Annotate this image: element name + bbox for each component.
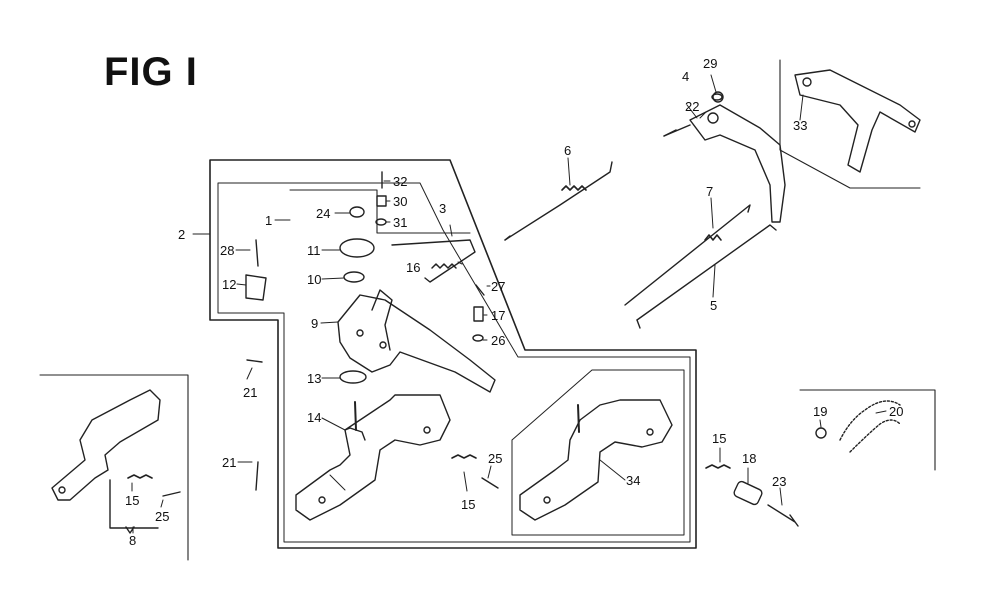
callout-28: 28 bbox=[220, 243, 234, 258]
screw-25-left bbox=[162, 491, 181, 497]
cam-11 bbox=[339, 238, 375, 258]
callout-15-right: 15 bbox=[712, 431, 726, 446]
nut-30 bbox=[376, 195, 387, 207]
nut-24 bbox=[349, 206, 365, 218]
control-plate-9 bbox=[337, 289, 496, 393]
callout-4: 4 bbox=[682, 69, 689, 84]
callout-18: 18 bbox=[742, 451, 756, 466]
spring-15-right bbox=[705, 464, 731, 469]
bracket-33 bbox=[794, 69, 921, 173]
spring-15-mid bbox=[451, 454, 477, 459]
callout-13: 13 bbox=[307, 371, 321, 386]
leader-lines bbox=[131, 74, 887, 534]
spring-16 bbox=[431, 263, 457, 269]
inset-box-right bbox=[799, 389, 936, 471]
callout-30: 30 bbox=[393, 194, 407, 209]
collar-18 bbox=[733, 480, 763, 506]
chain-20 bbox=[839, 400, 901, 453]
washer-10 bbox=[343, 271, 365, 283]
bracket-14 bbox=[295, 394, 451, 521]
inset-box-left bbox=[39, 374, 189, 561]
nut-29 bbox=[711, 93, 723, 101]
callout-6: 6 bbox=[564, 143, 571, 158]
assembly-outline-inner bbox=[217, 182, 691, 543]
assembly-outline-outer bbox=[209, 159, 697, 549]
bolt-23 bbox=[767, 504, 799, 527]
callout-34: 34 bbox=[626, 473, 640, 488]
callout-27: 27 bbox=[491, 279, 505, 294]
nut-26 bbox=[472, 334, 484, 342]
callout-1: 1 bbox=[265, 213, 272, 228]
callout-20: 20 bbox=[889, 404, 903, 419]
callout-17: 17 bbox=[491, 308, 505, 323]
nut-17 bbox=[473, 306, 484, 322]
callout-5: 5 bbox=[710, 298, 717, 313]
callout-15-left: 15 bbox=[125, 493, 139, 508]
link-rod-3 bbox=[391, 239, 476, 283]
callout-23: 23 bbox=[772, 474, 786, 489]
callout-31: 31 bbox=[393, 215, 407, 230]
bracket-8 bbox=[51, 389, 161, 534]
callout-16: 16 bbox=[406, 260, 420, 275]
callout-9: 9 bbox=[311, 316, 318, 331]
washer-13 bbox=[339, 370, 367, 384]
screw-21-bottom bbox=[255, 461, 259, 491]
callout-32: 32 bbox=[393, 174, 407, 189]
rod-5 bbox=[636, 224, 777, 329]
callout-7: 7 bbox=[706, 184, 713, 199]
figure-title: FIG I bbox=[104, 50, 198, 94]
callout-21b: 21 bbox=[222, 455, 236, 470]
callout-24: 24 bbox=[316, 206, 330, 221]
clip-12 bbox=[245, 274, 267, 301]
spring-rod-6 bbox=[504, 161, 613, 241]
callout-25-mid: 25 bbox=[488, 451, 502, 466]
callout-2: 2 bbox=[178, 227, 185, 242]
callout-21a: 21 bbox=[243, 385, 257, 400]
clip-19 bbox=[815, 427, 827, 439]
lever-4 bbox=[663, 91, 786, 223]
bracket-34 bbox=[519, 399, 673, 521]
callout-labels: 2 1 32 30 31 24 3 28 11 16 10 12 27 9 17… bbox=[125, 56, 903, 548]
callout-11: 11 bbox=[307, 243, 321, 258]
callout-8: 8 bbox=[129, 533, 136, 548]
callout-15-mid: 15 bbox=[461, 497, 475, 512]
screw-25-mid bbox=[481, 477, 499, 489]
callout-25-left: 25 bbox=[155, 509, 169, 524]
callout-3: 3 bbox=[439, 201, 446, 216]
callout-29: 29 bbox=[703, 56, 717, 71]
screw-22 bbox=[663, 129, 677, 137]
screw-28 bbox=[255, 239, 259, 267]
inset-box-top-right bbox=[779, 59, 921, 189]
spring-15-left bbox=[127, 474, 153, 479]
screw-21-top bbox=[246, 359, 263, 363]
callout-12: 12 bbox=[222, 277, 236, 292]
callout-33: 33 bbox=[793, 118, 807, 133]
callout-19: 19 bbox=[813, 404, 827, 419]
subassembly-outline-1 bbox=[289, 189, 471, 234]
callout-14: 14 bbox=[307, 410, 321, 425]
callout-26: 26 bbox=[491, 333, 505, 348]
alt-bracket-box bbox=[511, 369, 685, 536]
rod-7 bbox=[624, 204, 751, 306]
callout-10: 10 bbox=[307, 272, 321, 287]
screw-27 bbox=[475, 284, 485, 296]
callout-22: 22 bbox=[685, 99, 699, 114]
